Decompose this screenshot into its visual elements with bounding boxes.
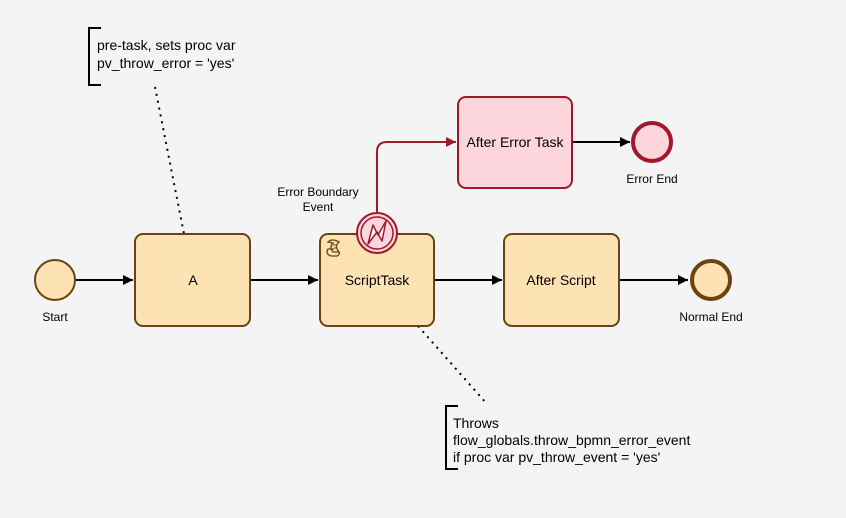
- task-script-label: ScriptTask: [345, 272, 411, 288]
- annotation-line-2: pv_throw_error = 'yes': [97, 55, 234, 71]
- boundary-event-label-line-2: Event: [303, 200, 334, 214]
- annotation-pre-task[interactable]: pre-task, sets proc var pv_throw_error =…: [88, 27, 236, 86]
- flow-boundary-to-after-error[interactable]: [376, 137, 456, 212]
- error-end-label: Error End: [626, 172, 677, 186]
- annotation-line-1: pre-task, sets proc var: [97, 37, 236, 53]
- annotation-line-3: if proc var pv_throw_event = 'yes': [453, 449, 660, 465]
- task-a-label: A: [188, 272, 198, 288]
- task-after-error-label: After Error Task: [467, 134, 565, 150]
- boundary-event-label-line-1: Error Boundary: [277, 185, 358, 199]
- association-line-pre-task: [154, 86, 185, 235]
- normal-end-event[interactable]: [690, 259, 732, 301]
- task-after-error[interactable]: After Error Task: [457, 96, 573, 189]
- task-a[interactable]: A: [134, 233, 251, 327]
- lightning-icon: [367, 220, 387, 245]
- script-icon: [326, 239, 341, 257]
- error-boundary-event[interactable]: [356, 212, 398, 254]
- association-line-throws: [417, 325, 488, 405]
- task-after-script[interactable]: After Script: [503, 233, 620, 327]
- normal-end-label: Normal End: [679, 310, 742, 324]
- annotation-throws[interactable]: Throws flow_globals.throw_bpmn_error_eve…: [445, 405, 690, 470]
- annotation-line-1: Throws: [453, 415, 499, 431]
- annotation-line-2: flow_globals.throw_bpmn_error_event: [453, 432, 690, 448]
- annotation-bracket: [445, 405, 458, 470]
- annotation-bracket: [88, 27, 101, 86]
- start-event[interactable]: [34, 259, 76, 301]
- start-event-label: Start: [42, 310, 68, 324]
- task-after-script-label: After Script: [526, 272, 595, 288]
- error-end-event[interactable]: [631, 121, 673, 163]
